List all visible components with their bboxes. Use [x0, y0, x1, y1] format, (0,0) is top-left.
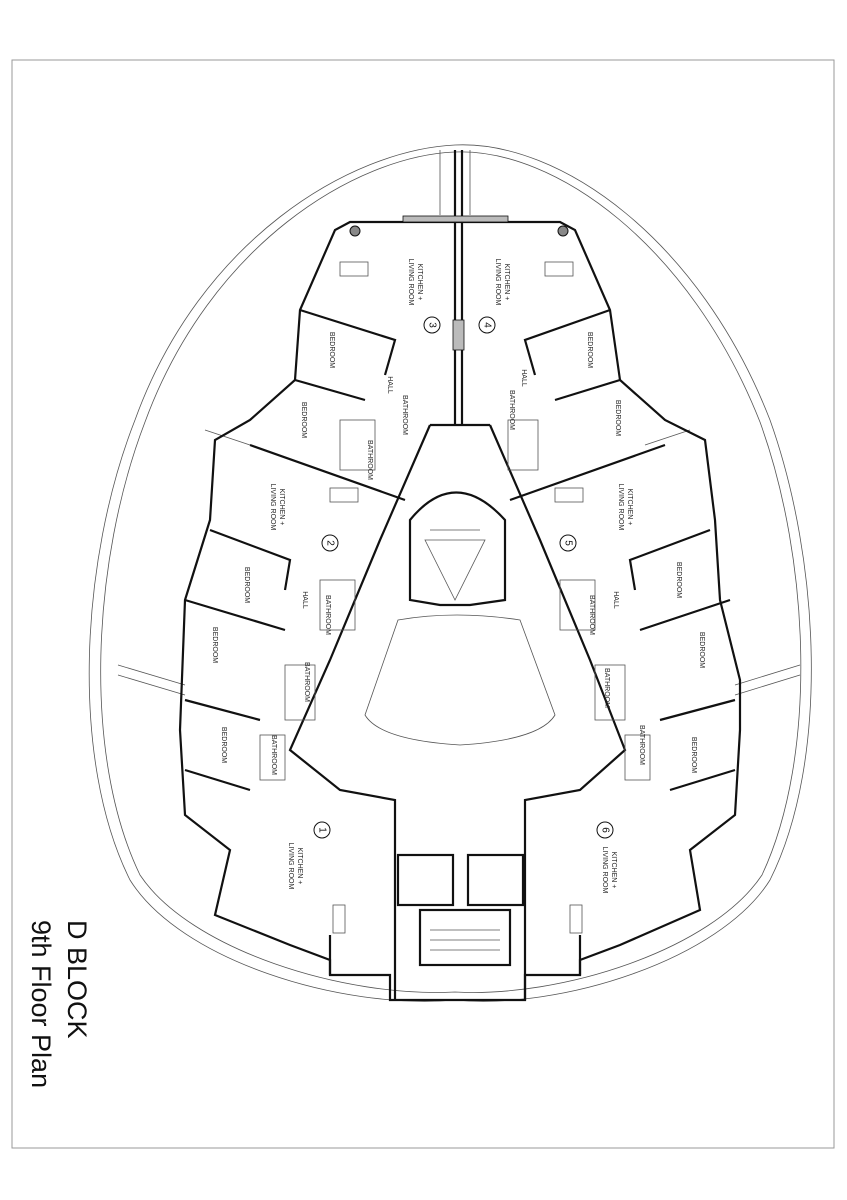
- unit-number: 4: [482, 322, 493, 328]
- upper-stair: [408, 491, 507, 607]
- room-label: LIVING ROOM: [407, 259, 414, 306]
- room-label: KITCHEN +: [296, 848, 303, 885]
- unit-2-number: 2: [321, 534, 339, 552]
- stove-icon: [544, 261, 574, 277]
- unit-3-number: 3: [423, 316, 441, 334]
- unit-5-number: 5: [559, 534, 577, 552]
- bathroom-fixtures: [284, 664, 316, 721]
- bathroom-label: BATHROOM: [324, 595, 331, 635]
- unit-6-number: 6: [596, 821, 614, 839]
- kitchen-living-label: KITCHEN +LIVING ROOM: [407, 259, 423, 306]
- bedroom-label: BEDROOM: [698, 632, 705, 668]
- column: [349, 225, 361, 237]
- bathroom-fixtures: [594, 664, 626, 721]
- bathroom-fixtures: [507, 419, 539, 471]
- north-beam: [402, 215, 509, 223]
- interior-walls: [184, 308, 736, 975]
- corridor-walls: [288, 423, 627, 1000]
- outer-slab-outline: [88, 144, 812, 1002]
- bedroom-label: BEDROOM: [586, 332, 593, 368]
- bedroom-label: BEDROOM: [220, 727, 227, 763]
- hall-label: HALL: [386, 376, 393, 394]
- central-void: [364, 614, 556, 746]
- west-balcony: [117, 664, 186, 696]
- room-label: KITCHEN +: [610, 852, 617, 889]
- bedroom-label: BEDROOM: [211, 627, 218, 663]
- unit-number: 6: [600, 827, 611, 833]
- bathroom-fixtures: [319, 579, 356, 631]
- unit-number: 2: [325, 540, 336, 546]
- bathroom-label: BATHROOM: [303, 662, 310, 702]
- bedroom-label: BEDROOM: [614, 400, 621, 436]
- side-balconies: [204, 429, 691, 446]
- room-label: KITCHEN +: [503, 264, 510, 301]
- bathroom-fixtures: [624, 734, 651, 781]
- bedroom-label: BEDROOM: [328, 332, 335, 368]
- bedroom-label: BEDROOM: [675, 562, 682, 598]
- bathroom-label: BATHROOM: [588, 595, 595, 635]
- bathroom-fixtures: [339, 419, 376, 471]
- sheet-border: [11, 59, 835, 1149]
- drawing-title: D BLOCK: [62, 920, 92, 1039]
- bedroom-label: BEDROOM: [243, 567, 250, 603]
- stair-treads: [424, 529, 486, 601]
- kitchen-living-label: KITCHEN +LIVING ROOM: [287, 843, 303, 890]
- bedroom-label: BEDROOM: [690, 737, 697, 773]
- bathroom-label: BATHROOM: [508, 390, 515, 430]
- bathroom-fixtures: [259, 734, 286, 781]
- bathroom-fixtures: [559, 579, 596, 631]
- stove-icon: [569, 904, 583, 934]
- unit-1-number: 1: [313, 821, 331, 839]
- room-label: KITCHEN +: [416, 264, 423, 301]
- unit-number: 3: [427, 322, 438, 328]
- unit-4-number: 4: [478, 316, 496, 334]
- kitchen-living-label: KITCHEN +LIVING ROOM: [494, 259, 510, 306]
- hall-label: HALL: [301, 591, 308, 609]
- room-label: LIVING ROOM: [269, 484, 276, 531]
- stove-icon: [329, 487, 359, 503]
- stove-icon: [554, 487, 584, 503]
- hall-label: HALL: [612, 591, 619, 609]
- outer-slab-outline-inner: [100, 151, 802, 993]
- unit-number: 5: [563, 540, 574, 546]
- column: [557, 225, 569, 237]
- north-balcony: [439, 150, 471, 215]
- room-label: LIVING ROOM: [287, 843, 294, 890]
- room-label: KITCHEN +: [626, 489, 633, 526]
- unit-number: 1: [317, 827, 328, 833]
- elevator-1: [396, 853, 455, 907]
- bathroom-label: BATHROOM: [366, 440, 373, 480]
- bathroom-label: BATHROOM: [638, 725, 645, 765]
- room-label: KITCHEN +: [278, 489, 285, 526]
- bathroom-label: BATHROOM: [270, 735, 277, 775]
- stove-icon: [339, 261, 369, 277]
- room-label: LIVING ROOM: [601, 847, 608, 894]
- lower-stair: [418, 908, 512, 967]
- drawing-subtitle: 9th Floor Plan: [26, 920, 56, 1088]
- elevator-2: [466, 853, 525, 907]
- bedroom-label: BEDROOM: [300, 402, 307, 438]
- kitchen-living-label: KITCHEN +LIVING ROOM: [601, 847, 617, 894]
- bathroom-label: BATHROOM: [603, 668, 610, 708]
- bathroom-label: BATHROOM: [401, 395, 408, 435]
- room-label: LIVING ROOM: [494, 259, 501, 306]
- stove-icon: [332, 904, 346, 934]
- kitchen-living-label: KITCHEN +LIVING ROOM: [269, 484, 285, 531]
- east-balcony: [734, 664, 801, 696]
- party-wall-3-4: [453, 150, 464, 425]
- kitchen-living-label: KITCHEN +LIVING ROOM: [617, 484, 633, 531]
- hall-label: HALL: [520, 369, 527, 387]
- stair-treads: [430, 929, 500, 951]
- hatched-column: [452, 319, 465, 351]
- room-label: LIVING ROOM: [617, 484, 624, 531]
